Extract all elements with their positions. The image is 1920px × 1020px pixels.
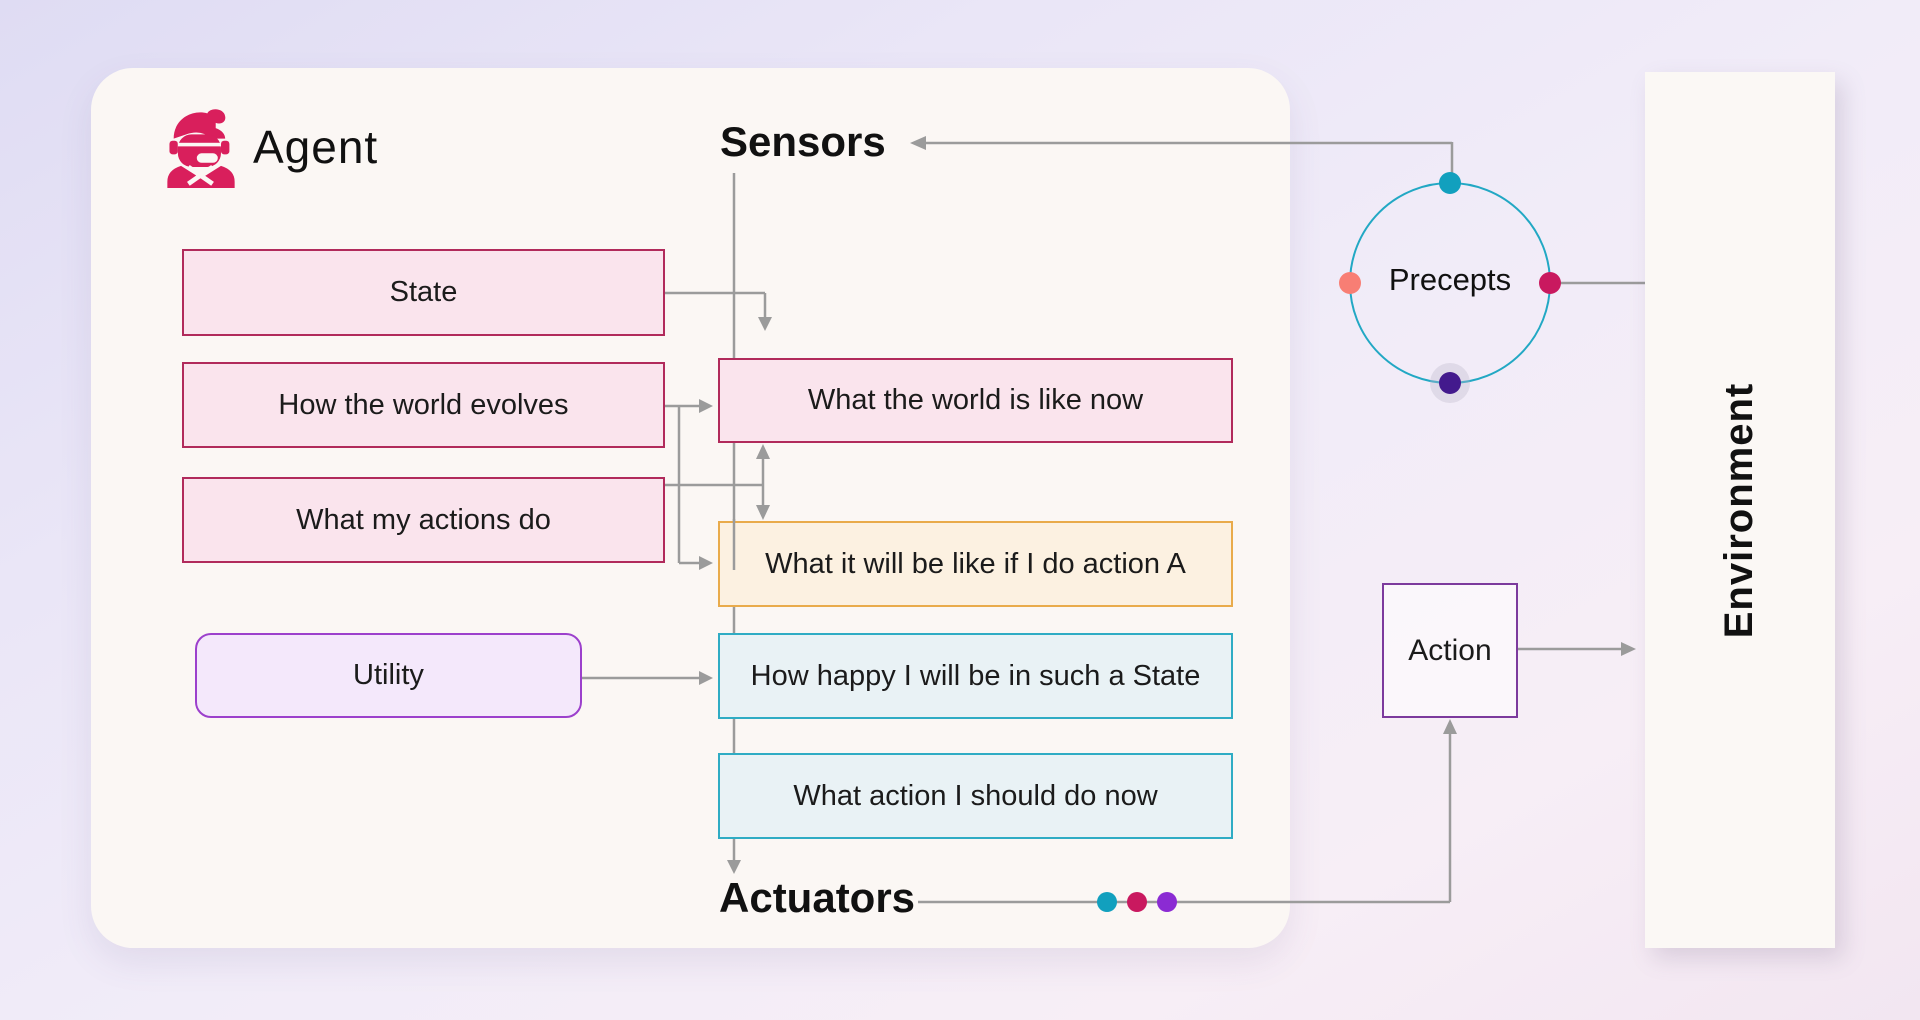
agent-visor-line bbox=[177, 142, 221, 147]
node-action: Action bbox=[1382, 583, 1518, 718]
node-utility-label: Utility bbox=[353, 659, 424, 691]
node-how-world-evolves: How the world evolves bbox=[182, 362, 665, 448]
agent-title: Agent bbox=[253, 121, 379, 173]
agent-torso bbox=[167, 165, 235, 188]
precepts-bottom-dot bbox=[1439, 372, 1461, 394]
node-what-actions-do: What my actions do bbox=[182, 477, 665, 563]
node-action-now-label: What action I should do now bbox=[793, 779, 1158, 812]
actuators-teal-dot bbox=[1097, 892, 1117, 912]
precepts-right-dot bbox=[1539, 272, 1561, 294]
node-if-action-a-label: What it will be like if I do action A bbox=[765, 547, 1186, 580]
actuators-crimson-dot bbox=[1127, 892, 1147, 912]
node-state-label: State bbox=[389, 276, 458, 308]
arrowhead-right-actiona bbox=[699, 556, 713, 570]
arrowhead-down-actuators bbox=[727, 860, 741, 874]
arrowhead-right-environment bbox=[1621, 642, 1636, 656]
node-world-like-now: What the world is like now bbox=[718, 358, 1233, 443]
connector-lines bbox=[582, 141, 1646, 904]
node-if-action-a: What it will be like if I do action A bbox=[718, 521, 1233, 607]
arrowhead-up-bidirectional bbox=[756, 444, 770, 459]
agent-mouth bbox=[196, 153, 218, 163]
agent-hair bbox=[173, 109, 226, 139]
arrowhead-right-utility bbox=[699, 671, 713, 685]
arrowheads bbox=[699, 136, 1636, 874]
precepts-top-dot bbox=[1439, 172, 1461, 194]
agent-left-earpiece bbox=[169, 140, 178, 155]
node-what-actions-do-label: What my actions do bbox=[296, 503, 551, 536]
node-how-happy-label: How happy I will be in such a State bbox=[750, 659, 1201, 692]
environment-panel: Environment bbox=[1645, 72, 1835, 948]
arrowhead-down-bidirectional bbox=[756, 505, 770, 520]
arrowhead-right-worldnow bbox=[699, 399, 713, 413]
sensors-label: Sensors bbox=[720, 118, 886, 165]
node-action-label: Action bbox=[1408, 633, 1492, 667]
precepts-label: Precepts bbox=[1388, 262, 1512, 297]
node-how-world-evolves-label: How the world evolves bbox=[278, 388, 569, 421]
agent-collar-cross-2 bbox=[187, 165, 214, 186]
node-how-happy: How happy I will be in such a State bbox=[718, 633, 1233, 719]
arrowhead-left-sensors bbox=[910, 136, 926, 150]
arrowhead-down-state bbox=[758, 317, 772, 331]
node-state: State bbox=[182, 249, 665, 336]
environment-label: Environment bbox=[1717, 382, 1762, 638]
actuators-violet-dot bbox=[1157, 892, 1177, 912]
arrowhead-up-action bbox=[1443, 719, 1457, 734]
agent-right-earpiece bbox=[220, 140, 230, 155]
node-utility: Utility bbox=[195, 633, 582, 718]
node-world-like-now-label: What the world is like now bbox=[807, 384, 1144, 416]
node-action-now: What action I should do now bbox=[718, 753, 1233, 839]
precepts-left-dot bbox=[1339, 272, 1361, 294]
actuators-label: Actuators bbox=[719, 874, 916, 921]
agent-person-icon bbox=[167, 109, 235, 188]
